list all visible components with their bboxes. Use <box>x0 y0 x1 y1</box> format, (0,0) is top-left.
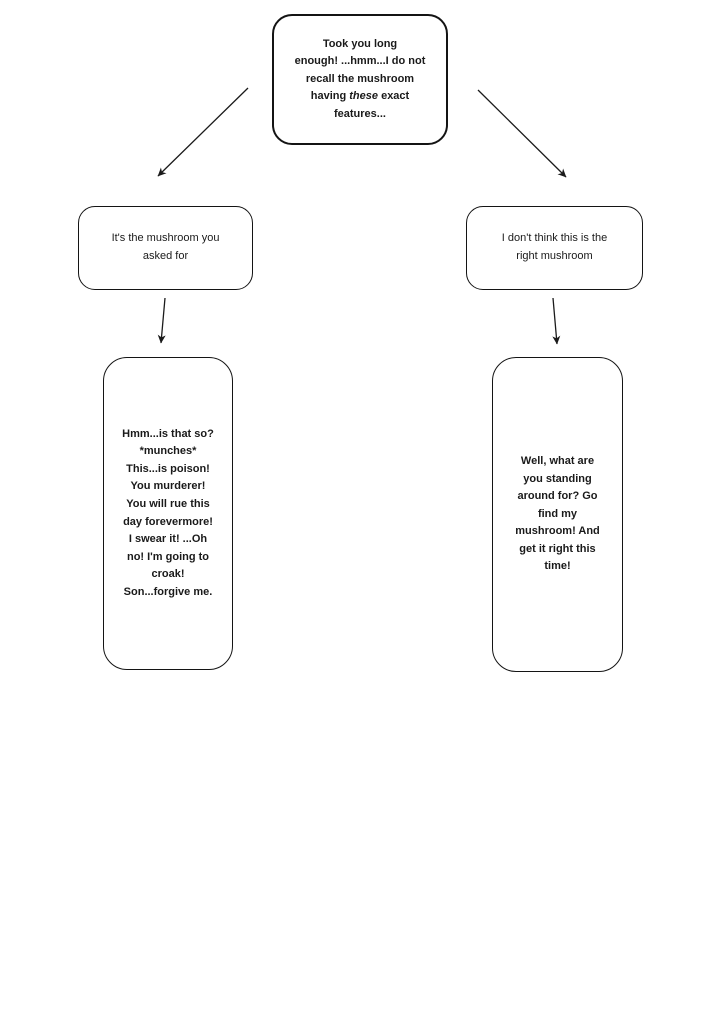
node-outcome-poison-label: Hmm...is that so? *munches* This...is po… <box>122 427 214 598</box>
arrow-doubt-to-retry <box>552 297 561 345</box>
node-outcome-retry-label: Well, what are you standing around for? … <box>515 454 600 573</box>
node-choice-accept: It's the mushroom you asked for <box>78 206 253 290</box>
arrow-accept-to-poison <box>157 297 166 344</box>
node-prompt-text: Took you long enough! ...hmm...I do not … <box>295 36 426 124</box>
node-outcome-poison: Hmm...is that so? *munches* This...is po… <box>103 357 233 670</box>
node-prompt: Took you long enough! ...hmm...I do not … <box>272 14 448 145</box>
prompt-text-italic: these <box>349 90 379 103</box>
arrow-prompt-to-accept <box>157 87 249 177</box>
prompt-text-before: Took you long enough! ...hmm...I do not … <box>294 37 426 103</box>
node-choice-accept-label: It's the mushroom you asked for <box>111 232 220 262</box>
node-choice-doubt-label: I don't think this is the right mushroom <box>501 232 608 262</box>
node-outcome-retry: Well, what are you standing around for? … <box>492 357 623 672</box>
node-choice-doubt: I don't think this is the right mushroom <box>466 206 643 290</box>
arrow-prompt-to-doubt <box>477 89 567 178</box>
prompt-text-after: exact features... <box>334 90 410 120</box>
